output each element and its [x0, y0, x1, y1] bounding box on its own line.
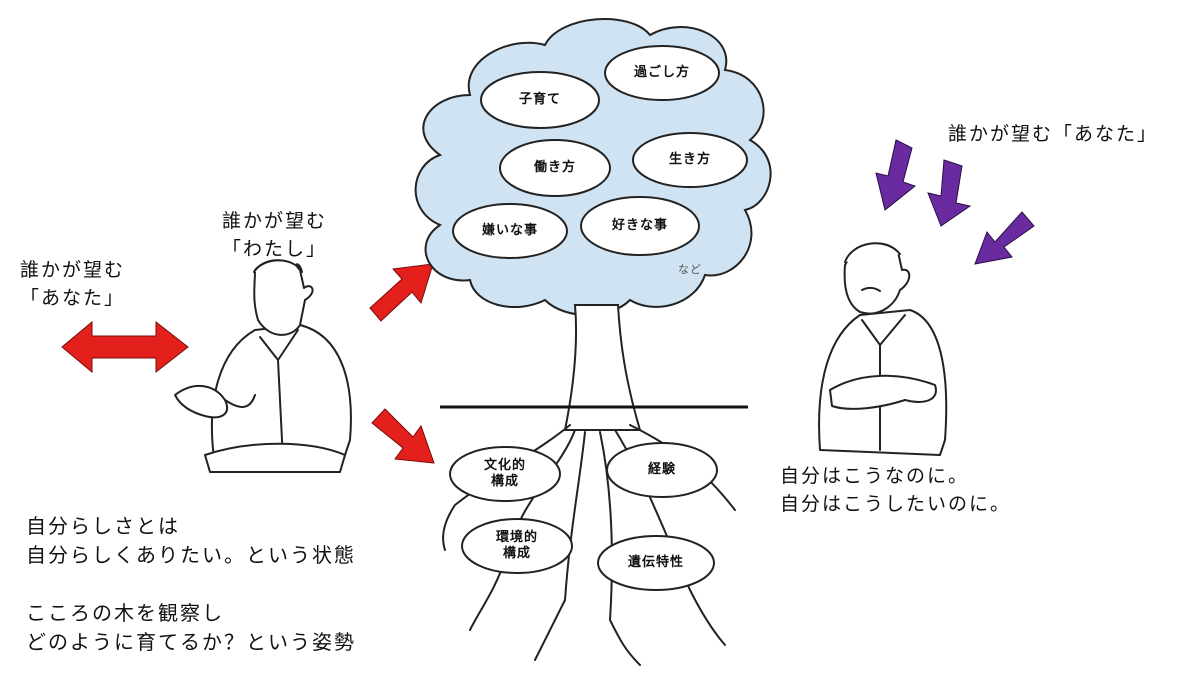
bottom-text-line2: 自分らしくありたい。という状態	[26, 543, 356, 567]
root-label-bunka: 文化的 構成	[460, 458, 550, 490]
right-label-line1: 誰かが望む「あなた」	[948, 123, 1159, 145]
canopy-label-kosodate: 子育て	[518, 92, 561, 107]
right-caption-line2: 自分はこうしたいのに。	[780, 493, 1012, 515]
root-label-kankyo-line2: 構成	[502, 546, 531, 561]
double-arrow-icon	[61, 320, 189, 374]
canopy-label-kiraina: 嫌いな事	[481, 223, 538, 238]
canopy-oval-kiraina	[452, 203, 568, 259]
root-label-iden: 遺伝特性	[627, 555, 684, 570]
root-oval-bunka	[449, 446, 561, 502]
canopy-oval-ikikata	[632, 132, 748, 188]
bottom-text-line3: こころの木を観察し	[26, 601, 224, 625]
right-caption: 自分はこうなのに。 自分はこうしたいのに。	[780, 462, 1011, 518]
root-label-kankyo: 環境的 構成	[472, 530, 562, 562]
root-oval-keiken	[606, 442, 718, 498]
canopy-oval-hatarakikata	[499, 139, 611, 197]
canopy-label-nado: など	[678, 263, 702, 276]
purple-arrows-icon	[875, 139, 1035, 265]
man-talking-figure	[174, 259, 352, 473]
middle-label-line1: 誰かが望む	[222, 210, 328, 232]
arrow-to-roots-icon	[371, 408, 435, 464]
left-label-line1: 誰かが望む	[20, 259, 126, 281]
right-label: 誰かが望む「あなた」	[948, 120, 1158, 148]
root-oval-kankyo	[461, 518, 573, 574]
canopy-label-ikikata: 生き方	[668, 152, 711, 167]
canopy-label-sukina: 好きな事	[611, 218, 668, 233]
root-label-bunka-line1: 文化的	[483, 458, 526, 473]
right-caption-line1: 自分はこうなのに。	[780, 465, 970, 487]
root-label-kankyo-line1: 環境的	[495, 530, 538, 545]
bottom-text-line4: どのように育てるか？という姿勢	[26, 630, 356, 654]
man-worried-figure	[818, 242, 948, 456]
root-oval-iden	[597, 535, 715, 591]
canopy-label-sugoshikata: 過ごし方	[633, 65, 690, 80]
canopy-oval-sugoshikata	[604, 45, 720, 101]
bottom-text: 自分らしさとは 自分らしくありたい。という状態 こころの木を観察し どのように育…	[26, 512, 356, 657]
canopy-oval-kosodate	[480, 71, 600, 129]
middle-label: 誰かが望む 「わたし」	[222, 207, 327, 263]
root-label-bunka-line2: 構成	[490, 474, 519, 489]
canopy-label-hatarakikata: 働き方	[533, 160, 576, 175]
middle-label-line2: 「わたし」	[222, 238, 328, 260]
bottom-text-line1: 自分らしさとは	[26, 514, 180, 538]
left-label: 誰かが望む 「あなた」	[20, 256, 125, 312]
root-label-keiken: 経験	[647, 462, 676, 477]
tree-trunk	[563, 304, 642, 431]
canopy-oval-sukina	[580, 196, 700, 256]
arrow-to-canopy-icon	[369, 263, 434, 322]
left-label-line2: 「あなた」	[20, 287, 126, 309]
